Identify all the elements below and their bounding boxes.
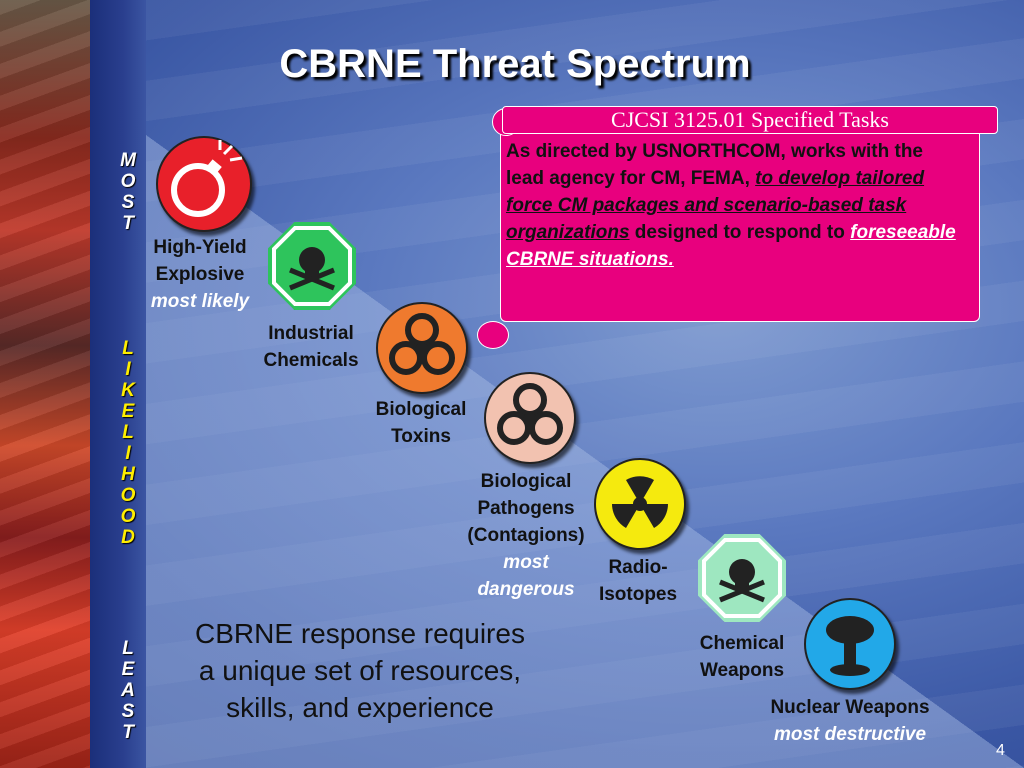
- scroll-heading: CJCSI 3125.01 Specified Tasks: [502, 106, 998, 134]
- photo-strip: [0, 0, 90, 768]
- bomb-icon: [156, 136, 252, 232]
- side-bar: [90, 0, 146, 768]
- page-number: 4: [996, 742, 1005, 759]
- specified-tasks-scroll: CJCSI 3125.01 Specified Tasks As directe…: [477, 106, 1002, 349]
- biohazard-icon: [484, 372, 576, 464]
- scroll-curl-bottom: [477, 321, 509, 349]
- skull-crossbones-icon: [268, 222, 356, 310]
- slide-title: CBRNE Threat Spectrum: [279, 42, 751, 86]
- scroll-text-c: designed to respond to: [629, 222, 851, 243]
- biohazard-icon: [376, 302, 468, 394]
- scroll-body: [477, 130, 980, 349]
- skull-crossbones-icon: [698, 534, 786, 622]
- radiation-icon: [594, 458, 686, 550]
- scroll-text-d: foreseeable CBRNE situations.: [506, 222, 956, 270]
- mushroom-cloud-icon: [804, 598, 896, 690]
- scroll-text: As directed by USNORTHCOM, works with th…: [506, 138, 966, 273]
- scroll-text-b: to develop tailored force CM packages an…: [506, 168, 925, 243]
- scroll-text-a: As directed by USNORTHCOM, works with th…: [506, 141, 923, 189]
- threat-label-radio: Radio-Isotopes: [598, 557, 678, 605]
